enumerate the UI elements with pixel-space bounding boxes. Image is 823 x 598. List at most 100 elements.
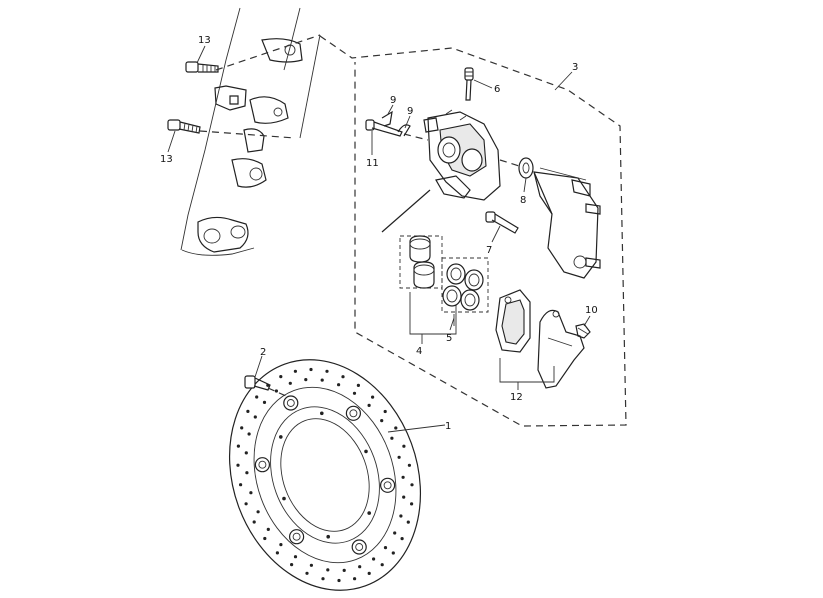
callout-8: 8: [520, 195, 526, 206]
callout-1: 1: [445, 421, 451, 432]
assembly-bracket-line: [299, 34, 321, 139]
disc-vent-hole: [253, 415, 257, 419]
leader-8: [523, 177, 527, 193]
disc-vent-hole: [367, 403, 371, 407]
disc-vent-hole: [353, 577, 357, 581]
disc-carrier-hole: [320, 411, 324, 416]
disc-vent-hole: [244, 502, 248, 506]
callout-12: 12: [510, 392, 523, 403]
disc-button-center: [383, 481, 392, 490]
disc-vent-hole: [320, 378, 324, 382]
disc-vent-hole: [410, 483, 414, 487]
disc-vent-hole: [341, 375, 345, 379]
callout-11: 11: [366, 158, 379, 169]
disc-vent-hole: [402, 444, 406, 448]
disc-carrier-hole: [282, 496, 286, 501]
caliper-body: [423, 109, 501, 201]
leader-2: [254, 355, 263, 378]
leader-13a: [196, 45, 206, 64]
disc-floating-button: [283, 395, 299, 411]
disc-outer-rim: [228, 359, 422, 591]
disc-vent-hole: [309, 563, 313, 567]
leader-3: [554, 71, 573, 91]
disc-vent-hole: [262, 400, 267, 404]
pad-pin: [365, 119, 403, 137]
disc-vent-hole: [401, 475, 405, 479]
callout-5: 5: [446, 333, 452, 344]
disc-vent-hole: [337, 578, 341, 583]
callout-9-left: 9: [390, 95, 396, 106]
bleed-screw: [464, 67, 474, 101]
disc-floating-button: [351, 539, 367, 555]
disc-button-center: [355, 543, 364, 551]
disc-vent-hole: [255, 395, 259, 399]
callout-4: 4: [416, 346, 422, 357]
caliper-bracket: [533, 167, 601, 279]
disc-vent-hole: [279, 543, 283, 547]
disc-vent-hole: [290, 563, 294, 567]
disc-vent-hole: [410, 502, 414, 506]
leader-13b: [167, 130, 176, 153]
disc-button-center: [292, 532, 301, 541]
leader-12: [499, 358, 555, 390]
leader-4: [409, 290, 457, 335]
piston-link-line: [381, 189, 431, 233]
disc-vent-hole: [266, 527, 270, 532]
callout-13-upper: 13: [198, 35, 211, 46]
leader-10: [583, 315, 591, 327]
disc-vent-hole: [293, 555, 298, 559]
disc-carrier-hole: [367, 511, 372, 515]
disc-vent-hole: [406, 520, 410, 524]
callout-9-right: 9: [407, 106, 413, 117]
disc-vent-hole: [275, 551, 279, 555]
slide-pin: [485, 211, 519, 234]
brake-pad-outer: [537, 309, 585, 389]
pin-clip-right: [397, 124, 411, 137]
disc-floating-button: [380, 477, 396, 493]
brake-disc: [228, 359, 422, 591]
disc-carrier: [270, 406, 380, 544]
leader-6: [473, 79, 493, 89]
disc-vent-hole: [293, 369, 297, 373]
disc-vent-hole: [352, 391, 357, 395]
disc-vent-hole: [367, 571, 371, 576]
disc-vent-hole: [402, 495, 406, 499]
disc-vent-hole: [326, 568, 330, 572]
brake-pad-inner: [495, 289, 531, 353]
disc-bolt: [244, 375, 271, 391]
callout-6: 6: [494, 84, 500, 95]
leader-7: [491, 225, 501, 243]
bolt-axis-upper: [215, 34, 321, 71]
disc-vent-hole: [394, 426, 398, 430]
disc-vent-hole: [383, 409, 387, 414]
disc-bolt-axis: [267, 387, 287, 397]
disc-carrier-hole: [326, 534, 331, 539]
pin-clip-left: [381, 110, 393, 127]
disc-vent-hole: [288, 381, 292, 385]
disc-vent-hole: [239, 483, 243, 487]
disc-vent-hole: [304, 378, 308, 382]
leader-1: [387, 424, 446, 433]
callout-3: 3: [572, 62, 578, 73]
disc-vent-hole: [356, 383, 360, 387]
disc-vent-hole: [399, 514, 403, 518]
disc-center-bore: [280, 418, 370, 532]
disc-vent-hole: [390, 436, 394, 440]
pin-axis: [403, 133, 429, 141]
disc-vent-hole: [358, 565, 362, 569]
disc-vent-hole: [236, 463, 240, 467]
disc-vent-hole: [391, 551, 395, 555]
disc-vent-hole: [263, 536, 267, 541]
disc-inner-track: [253, 386, 397, 564]
disc-vent-hole: [274, 389, 278, 393]
disc-vent-hole: [236, 444, 240, 448]
disc-vent-hole: [279, 375, 283, 379]
disc-vent-hole: [246, 409, 250, 413]
pistons: [399, 235, 443, 289]
disc-vent-hole: [407, 463, 411, 467]
callout-7: 7: [486, 245, 492, 256]
disc-vent-hole: [397, 455, 401, 459]
disc-vent-hole: [244, 451, 248, 455]
callout-13-lower: 13: [160, 154, 173, 165]
